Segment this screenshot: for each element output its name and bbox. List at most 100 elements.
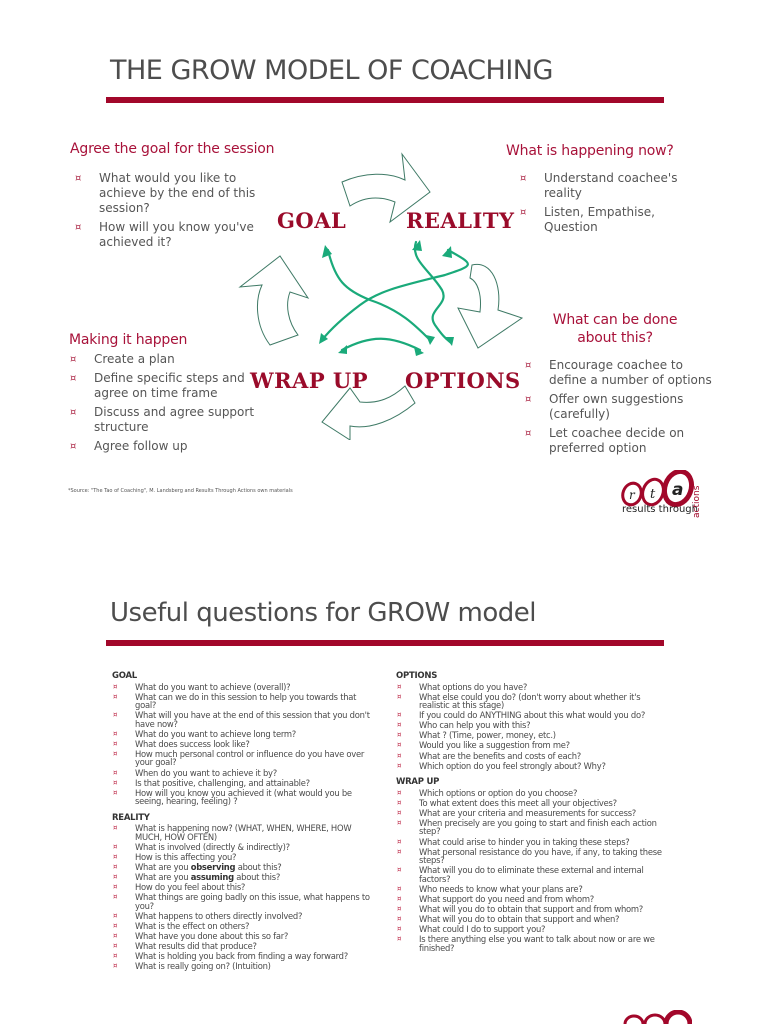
list-item: ¤What is the effect on others?	[113, 921, 250, 931]
list-item: ¤What do you want to achieve long term?	[113, 728, 296, 739]
bullet-icon: ¤	[70, 373, 77, 384]
list-item: ¤Define specific steps and agree on time…	[70, 371, 245, 400]
title-underline	[106, 640, 664, 646]
bullet-icon: ¤	[397, 692, 402, 701]
grow-cycle-diagram	[238, 152, 524, 440]
cycle-arrow-right-icon	[457, 263, 524, 349]
section-label-goal: GOAL	[112, 671, 137, 681]
bullet-icon: ¤	[113, 711, 118, 720]
list-item: ¤Is there anything else you want to talk…	[397, 934, 655, 953]
stage-label-options: OPTIONS	[405, 368, 521, 393]
questions-column-right: OPTIONS ¤What options do you have? ¤What…	[394, 672, 664, 960]
bullet-icon: ¤	[397, 808, 402, 817]
bullet-icon: ¤	[113, 922, 118, 930]
list-item: ¤What could I do to support you?	[397, 924, 546, 935]
list-item: ¤What happens to others directly involve…	[113, 910, 303, 921]
list-item: ¤Listen, Empathise, Question	[520, 205, 655, 234]
list-item: ¤What can we do in this session to help …	[113, 691, 357, 711]
bullet-icon: ¤	[113, 962, 118, 971]
bullet-icon: ¤	[113, 778, 118, 787]
bullet-icon: ¤	[70, 441, 77, 452]
stage-label-reality: REALITY	[406, 208, 515, 233]
logo-text: results through	[622, 504, 698, 515]
bullet-icon: ¤	[520, 207, 527, 218]
list-item: ¤Which option do you feel strongly about…	[397, 760, 606, 771]
list-item: ¤Who can help you with this?	[397, 720, 531, 731]
bullet-icon: ¤	[113, 911, 118, 920]
list-item: ¤Encourage coachee to define a number of…	[525, 358, 712, 387]
logo-letter-a: a	[672, 480, 683, 500]
bullet-icon: ¤	[397, 761, 402, 770]
bullet-icon: ¤	[113, 883, 118, 892]
bullet-icon: ¤	[520, 173, 527, 184]
bullet-icon: ¤	[397, 818, 402, 827]
reality-box-heading: What is happening now?	[506, 143, 674, 159]
bullet-icon: ¤	[397, 711, 402, 720]
list-item: ¤Who needs to know what your plans are?	[397, 883, 583, 894]
bullet-icon: ¤	[70, 407, 77, 418]
bullet-icon: ¤	[397, 905, 402, 913]
list-item: ¤How much personal control or influence …	[113, 748, 365, 768]
bullet-icon: ¤	[397, 925, 402, 934]
bullet-icon: ¤	[525, 428, 532, 439]
bullet-icon: ¤	[397, 837, 402, 846]
rta-logo: r t a results through actions	[620, 470, 720, 520]
bullet-icon: ¤	[525, 360, 532, 371]
list-item: ¤What personal resistance do you have, i…	[397, 846, 662, 866]
stage-label-goal: GOAL	[277, 208, 347, 233]
reality-questions-list: ¤What is happening now? (WHAT, WHEN, WHE…	[110, 824, 375, 971]
slide-useful-questions: Useful questions for GROW model GOAL ¤Wh…	[0, 540, 768, 1024]
list-item: ¤What is holding you back from finding a…	[113, 951, 348, 962]
bullet-icon: ¤	[397, 884, 402, 893]
options-box-heading: What can be done about this?	[552, 312, 678, 346]
options-questions-list: ¤What options do you have? ¤What else co…	[394, 682, 664, 771]
bullet-icon: ¤	[113, 852, 118, 861]
options-box-list: ¤Encourage coachee to define a number of…	[525, 358, 715, 460]
slide-title: Useful questions for GROW model	[110, 598, 536, 628]
logo-letter-r: r	[629, 488, 636, 502]
bullet-icon: ¤	[113, 739, 118, 748]
list-item: ¤What support do you need and from whom?	[397, 893, 594, 904]
bullet-icon: ¤	[113, 952, 118, 961]
bullet-icon: ¤	[525, 394, 532, 405]
bullet-icon: ¤	[397, 721, 402, 730]
list-item: ¤What would you like to achieve by the e…	[75, 171, 256, 215]
bullet-icon: ¤	[397, 798, 402, 807]
list-item: ¤Discuss and agree support structure	[70, 405, 255, 434]
bullet-icon: ¤	[397, 788, 402, 797]
list-item: ¤What will you have at the end of this s…	[113, 710, 370, 729]
list-item: ¤What will you do to obtain that support…	[397, 914, 620, 925]
list-item: ¤What is happening now? (WHAT, WHEN, WHE…	[113, 823, 352, 842]
slide-grow-model: THE GROW MODEL OF COACHING	[68, 55, 720, 520]
list-item: ¤What is involved (directly & indirectly…	[113, 841, 290, 852]
logo-letter-t: t	[650, 487, 656, 502]
bullet-icon: ¤	[113, 729, 118, 738]
list-item: ¤What will you do to obtain that support…	[397, 904, 643, 914]
list-item: ¤What results did that produce?	[113, 941, 257, 952]
list-item: ¤Let coachee decide on preferred option	[525, 426, 685, 455]
goal-box-heading: Agree the goal for the session	[70, 141, 275, 157]
stage-label-wrap-up: WRAP UP	[250, 368, 369, 393]
goal-box-list: ¤What would you like to achieve by the e…	[75, 171, 265, 254]
list-item: ¤Would you like a suggestion from me?	[397, 740, 570, 751]
bullet-icon: ¤	[113, 749, 118, 758]
bullet-icon: ¤	[75, 222, 82, 233]
list-item: ¤What else could you do? (don't worry ab…	[397, 691, 641, 711]
cycle-arrow-top-icon	[341, 152, 431, 224]
bullet-icon: ¤	[113, 842, 118, 851]
list-item: ¤What have you done about this so far?	[113, 931, 289, 942]
list-item: ¤When do you want to achieve it by?	[113, 767, 277, 778]
wrapup-box-heading: Making it happen	[69, 332, 188, 348]
list-item: ¤How will you know you've achieved it?	[75, 220, 254, 249]
list-item: ¤What does success look like?	[113, 738, 250, 749]
bullet-icon: ¤	[113, 788, 118, 797]
bullet-icon: ¤	[113, 942, 118, 951]
section-label-wrap-up: WRAP UP	[396, 777, 440, 788]
list-item: ¤To what extent does this meet all your …	[397, 797, 617, 808]
section-label-options: OPTIONS	[396, 671, 438, 681]
list-item: ¤What are you assuming about this?	[113, 872, 281, 883]
bullet-icon: ¤	[113, 873, 118, 882]
list-item: ¤Understand coachee's reality	[520, 171, 678, 200]
slide-title: THE GROW MODEL OF COACHING	[110, 55, 553, 86]
bullet-icon: ¤	[397, 682, 402, 691]
